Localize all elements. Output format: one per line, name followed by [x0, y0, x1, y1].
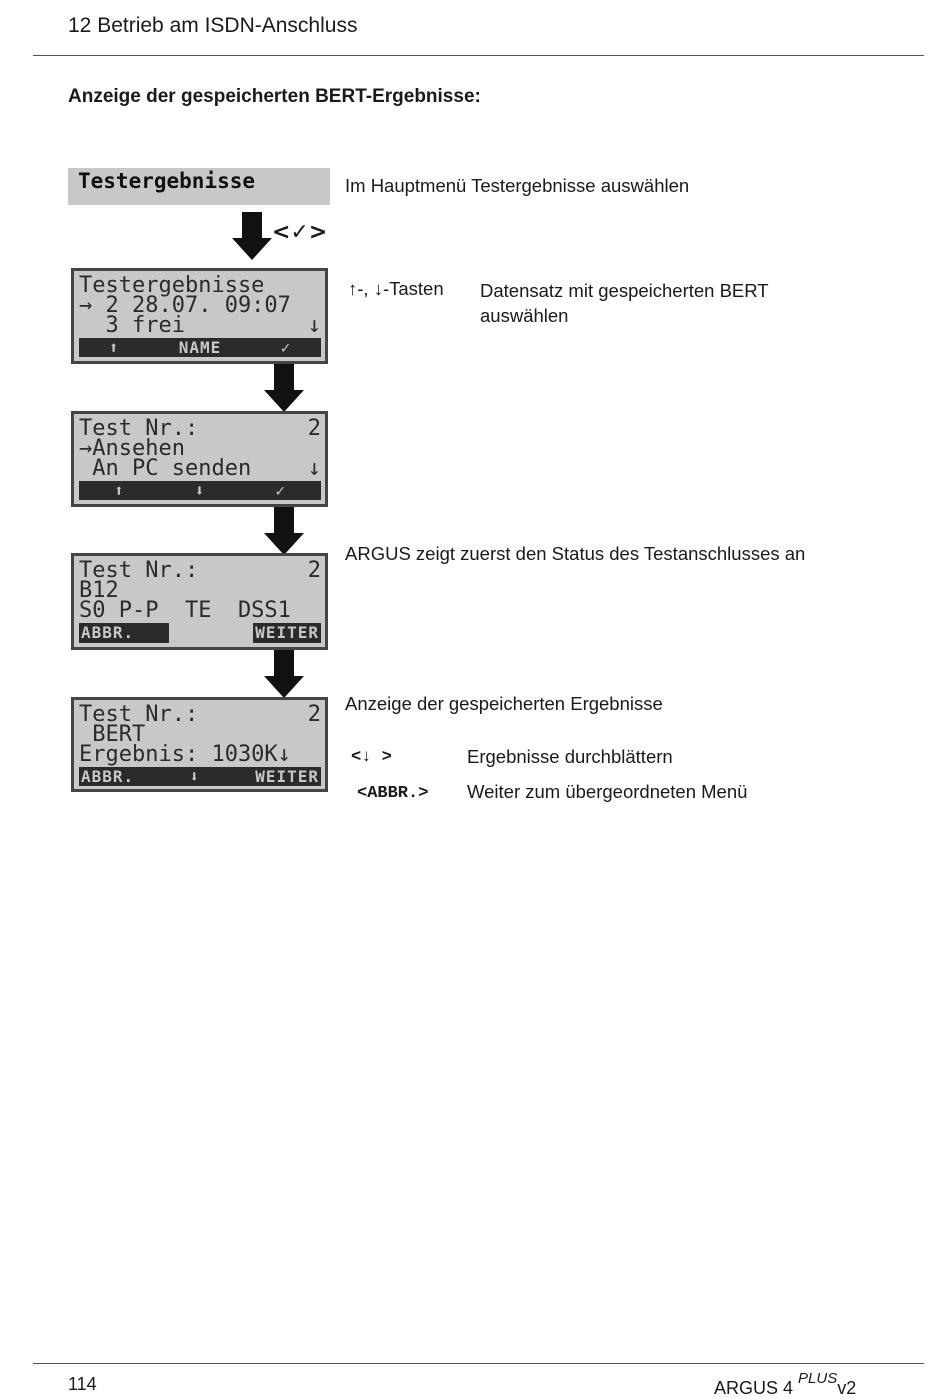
page-number: 114	[68, 1374, 97, 1394]
menu-bar-testergebnisse: Testergebnisse	[68, 168, 330, 205]
step4-key-abbr: <ABBR.>	[357, 784, 429, 803]
lcd-softkey-bar: ⬆ NAME ✓	[79, 338, 321, 357]
softkey-up-icon: ⬆	[108, 337, 120, 357]
softkey-weiter: WEITER	[253, 622, 321, 643]
lcd-row: An PC senden↓	[79, 456, 321, 481]
lcd-softkey-bar: ABBR. ⬇ WEITER	[79, 767, 321, 786]
down-arrow-icon	[232, 212, 272, 260]
down-arrow-icon	[264, 364, 304, 412]
lcd-row: →Ansehen	[79, 436, 185, 461]
chapter-title: 12 Betrieb am ISDN-Anschluss	[68, 14, 358, 37]
section-title: Anzeige der gespeicherten BERT-Ergebniss…	[68, 86, 481, 107]
down-arrow-icon	[264, 650, 304, 698]
lcd-row: → 2 28.07. 09:07	[79, 293, 291, 318]
lcd-screen-testergebnisse: Testergebnisse → 2 28.07. 09:07 3 frei↓ …	[71, 268, 328, 364]
softkey-down-icon: ⬇	[194, 480, 206, 500]
lcd-row: BERT	[79, 722, 146, 747]
lcd-row: S0 P-P TE DSS1	[79, 598, 291, 623]
lcd-screen-test-menu: Test Nr.:2 →Ansehen An PC senden↓ ⬆ ⬇ ✓	[71, 411, 328, 507]
softkey-down-icon: ⬇	[189, 766, 200, 786]
lcd-softkey-bar: ⬆ ⬇ ✓	[79, 481, 321, 500]
product-name: ARGUS 4 PLUSv2	[714, 1370, 857, 1398]
softkey-check-icon: ✓	[275, 480, 286, 500]
step4-text: Anzeige der gespeicherten Ergebnisse	[345, 693, 663, 714]
step1-text: Datensatz mit gespeicherten BERT auswähl…	[480, 280, 769, 326]
lcd-row: Test Nr.:2	[79, 702, 321, 727]
softkey-name: NAME	[178, 337, 222, 357]
step4-key-abbr-text: Weiter zum übergeordneten Menü	[467, 781, 748, 802]
lcd-row: B12	[79, 578, 119, 603]
step4-key-scroll-text: Ergebnisse durchblättern	[467, 746, 673, 767]
step1-keys: ↑-, ↓-Tasten	[348, 278, 444, 299]
confirm-key-label: <✓>	[272, 220, 328, 245]
lcd-row: Testergebnisse	[79, 273, 265, 298]
step4-key-scroll: <↓ >	[351, 748, 392, 767]
menu-bar-description: Im Hauptmenü Testergebnisse auswählen	[345, 175, 690, 196]
lcd-screen-status: Test Nr.:2 B12 S0 P-P TE DSS1 ABBR. WEIT…	[71, 553, 328, 650]
lcd-row: 3 frei↓	[79, 313, 321, 338]
lcd-softkey-bar: ABBR. WEITER	[79, 622, 321, 643]
lcd-row: Test Nr.:2	[79, 558, 321, 583]
softkey-abbr: ABBR.	[81, 766, 135, 786]
header-rule	[33, 55, 924, 56]
lcd-row: Test Nr.:2	[79, 416, 321, 441]
down-arrow-icon	[264, 507, 304, 555]
softkey-abbr: ABBR.	[79, 622, 169, 643]
softkey-up-icon: ⬆	[114, 480, 125, 500]
softkey-check-icon: ✓	[280, 337, 292, 357]
lcd-screen-bert-result: Test Nr.:2 BERT Ergebnis: 1030K↓ ABBR. ⬇…	[71, 697, 328, 792]
footer-rule	[33, 1363, 924, 1364]
step3-text: ARGUS zeigt zuerst den Status des Testan…	[345, 543, 806, 564]
lcd-row: Ergebnis: 1030K↓	[79, 742, 291, 767]
softkey-weiter: WEITER	[255, 766, 319, 786]
